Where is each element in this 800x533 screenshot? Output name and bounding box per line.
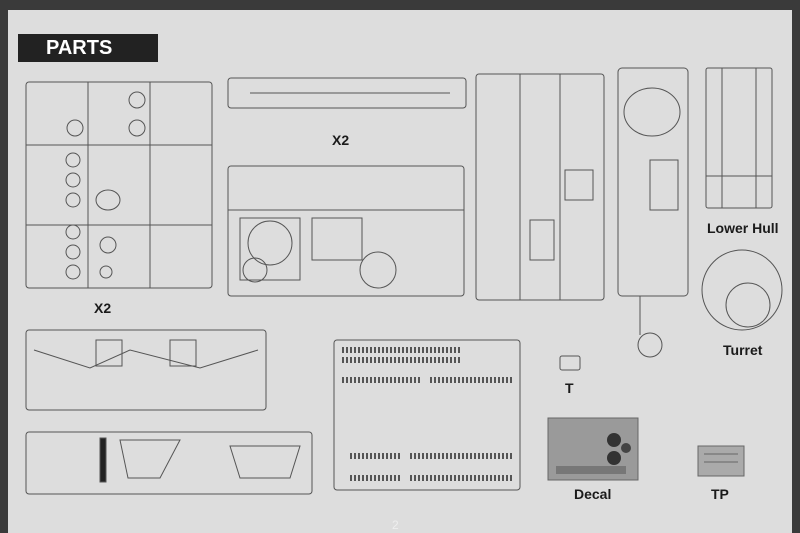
sprue-a bbox=[25, 81, 213, 289]
lower-hull-part bbox=[705, 67, 773, 209]
turret-label: Turret bbox=[723, 342, 763, 358]
t-part bbox=[559, 355, 581, 371]
sprue-e bbox=[25, 431, 313, 495]
sprue-c bbox=[475, 73, 605, 301]
sprue-upper-hull bbox=[617, 67, 689, 358]
instruction-page bbox=[8, 10, 792, 533]
page-number: 2 bbox=[392, 518, 399, 532]
tp-label: TP bbox=[711, 486, 729, 502]
sprue-a-multiplier: X2 bbox=[94, 300, 112, 316]
sprue-d bbox=[25, 329, 267, 411]
turret-part bbox=[701, 249, 783, 331]
sprue-b bbox=[227, 165, 465, 297]
decal-sheet bbox=[547, 417, 639, 481]
track-sprue bbox=[333, 339, 521, 491]
tp-sheet bbox=[697, 445, 745, 477]
decal-label: Decal bbox=[574, 486, 612, 502]
lower-hull-label: Lower Hull bbox=[707, 220, 779, 236]
page-title: PARTS bbox=[18, 34, 158, 62]
part-t-label: T bbox=[565, 380, 574, 396]
sprue-b-runner bbox=[227, 77, 467, 109]
sprue-b-multiplier: X2 bbox=[332, 132, 350, 148]
